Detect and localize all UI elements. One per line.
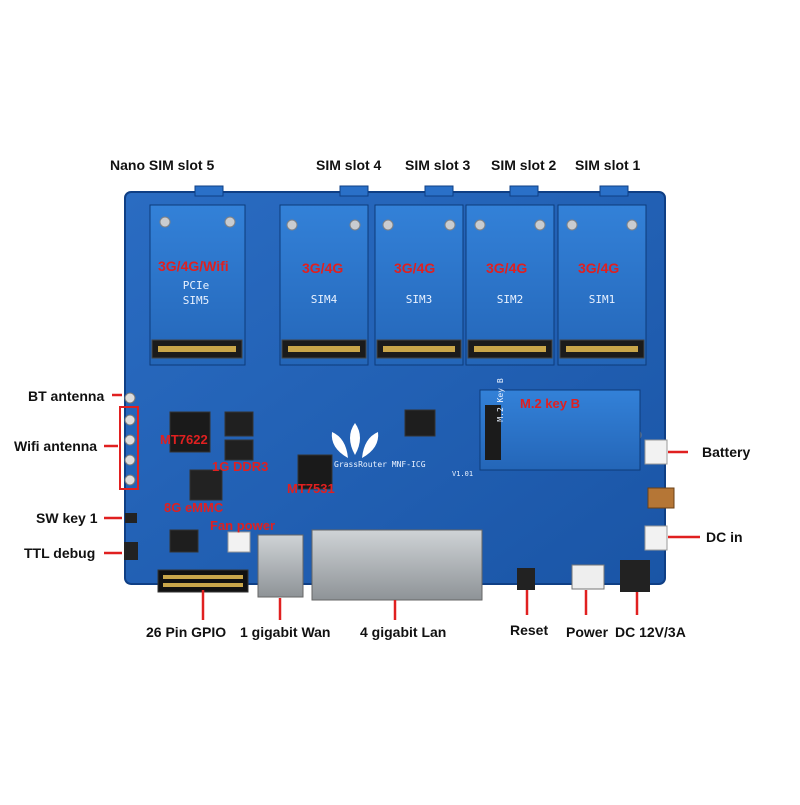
slot-5 xyxy=(149,204,246,366)
slot-edge-pins xyxy=(158,346,638,352)
chip-ttl xyxy=(169,529,199,553)
board-slot3-red: 3G/4G xyxy=(394,260,436,276)
lan-ports xyxy=(311,529,483,601)
board-m2-silk: M.2 Key B xyxy=(496,378,505,422)
ttl-header xyxy=(124,542,138,560)
chip-ddr3-a xyxy=(224,411,254,437)
chip-ddr3-b xyxy=(224,439,254,461)
gpio-pins xyxy=(163,575,243,587)
label-wan: 1 gigabit Wan xyxy=(240,624,331,640)
dcin-connector xyxy=(644,525,668,551)
board-slot5-red: 3G/4G/Wifi xyxy=(158,258,229,274)
slot-1 xyxy=(557,204,647,366)
board-slot3-sim: SIM3 xyxy=(405,293,433,306)
battery-connector xyxy=(644,439,668,465)
chip-mt7531 xyxy=(297,454,333,490)
wifi-antenna-bracket xyxy=(119,406,139,490)
grassrouter-logo-icon xyxy=(331,423,379,458)
wan-port xyxy=(257,534,304,598)
label-sim3: SIM slot 3 xyxy=(405,157,471,173)
board-slot1-sim: SIM1 xyxy=(588,293,616,306)
pcie-slots xyxy=(149,204,647,366)
board-mt7531: MT7531 xyxy=(287,481,335,496)
label-sim1: SIM slot 1 xyxy=(575,157,641,173)
label-reset: Reset xyxy=(510,622,549,638)
board-slot5-pcie: PCIe xyxy=(182,279,210,292)
board-mt7622: MT7622 xyxy=(160,432,208,447)
top-sim-connectors xyxy=(194,185,629,197)
label-gpio: 26 Pin GPIO xyxy=(146,624,227,640)
inductor xyxy=(647,487,675,509)
reset-button xyxy=(517,568,535,590)
label-dc: DC 12V/3A xyxy=(615,624,686,640)
board-slot1-red: 3G/4G xyxy=(578,260,620,276)
label-sim4: SIM slot 4 xyxy=(316,157,382,173)
chip-misc xyxy=(404,409,436,437)
m2-connector xyxy=(485,405,501,460)
label-sw-key: SW key 1 xyxy=(36,510,98,526)
m2-slot xyxy=(479,389,641,471)
slot-2 xyxy=(465,204,555,366)
slot-3 xyxy=(374,204,464,366)
label-bt-antenna: BT antenna xyxy=(28,388,105,404)
board-fan-power: Fan power xyxy=(210,518,276,533)
board-brand: GrassRouter MNF-ICG xyxy=(334,460,426,469)
board-slot2-sim: SIM2 xyxy=(496,293,524,306)
label-nano-sim5: Nano SIM slot 5 xyxy=(110,157,215,173)
gpio-header xyxy=(157,569,249,593)
label-lan: 4 gigabit Lan xyxy=(360,624,447,640)
sw-key xyxy=(125,513,137,523)
board-slot5-sim: SIM5 xyxy=(182,294,210,307)
board-ddr3: 1G DDR3 xyxy=(212,459,269,474)
board-slot4-sim: SIM4 xyxy=(310,293,338,306)
ethernet-ports xyxy=(257,529,483,601)
label-battery: Battery xyxy=(702,444,751,460)
label-wifi-antenna: Wifi antenna xyxy=(14,438,98,454)
board-m2-key: M.2 key B xyxy=(520,396,580,411)
dc-jack xyxy=(620,560,650,592)
antenna-connectors xyxy=(124,392,136,486)
power-switch xyxy=(571,564,605,590)
chips xyxy=(169,409,436,553)
chip-emmc xyxy=(189,469,223,501)
board-emmc: 8G eMMC xyxy=(164,500,224,515)
board-slot2-red: 3G/4G xyxy=(486,260,528,276)
label-sim2: SIM slot 2 xyxy=(491,157,557,173)
board-ver: V1.01 xyxy=(452,470,474,478)
fan-connector xyxy=(227,531,251,553)
label-power: Power xyxy=(566,624,609,640)
board-slot4-red: 3G/4G xyxy=(302,260,344,276)
label-ttl-debug: TTL debug xyxy=(24,545,96,561)
slot-4 xyxy=(279,204,369,366)
label-dc-in: DC in xyxy=(706,529,743,545)
chip-mt7622 xyxy=(169,411,211,453)
pointer-lines xyxy=(104,393,700,620)
